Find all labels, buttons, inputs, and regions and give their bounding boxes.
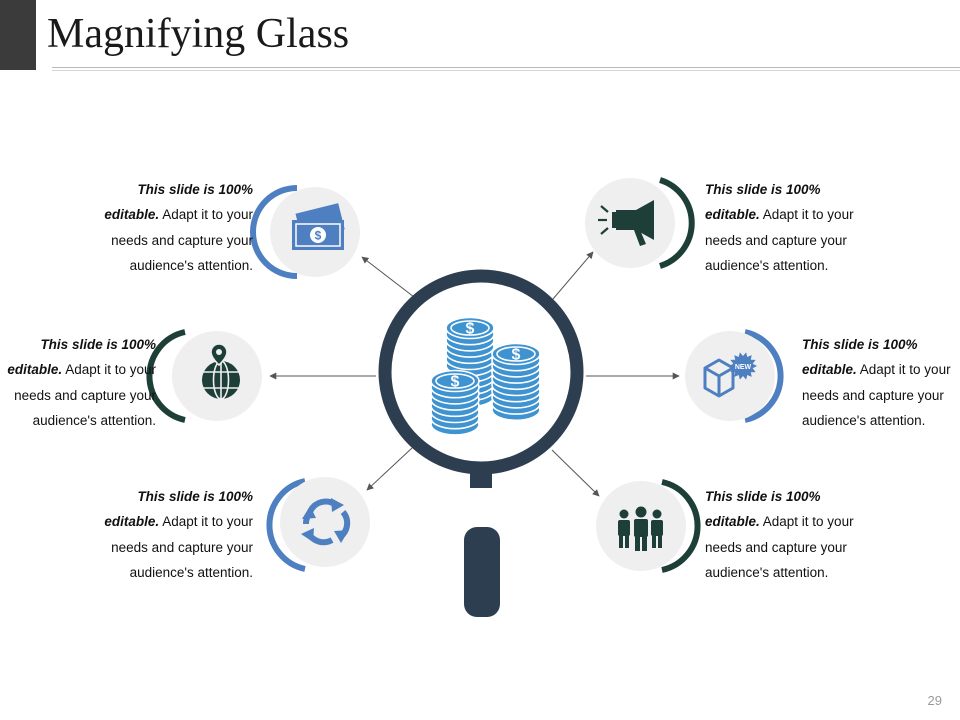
circle-top-right	[585, 177, 695, 269]
arrow-top-left	[361, 256, 415, 298]
dollar-sign-icon: $	[466, 321, 475, 338]
money-bill-icon: $	[292, 203, 345, 250]
text-block-top-left: This slide is 100% editable. Adapt it to…	[104, 182, 253, 273]
page-title: Magnifying Glass	[47, 11, 350, 57]
connector-arrows	[269, 251, 680, 497]
title-divider	[52, 67, 960, 68]
refresh-arrows-icon	[301, 498, 351, 546]
arrow-bot-right	[551, 449, 600, 497]
svg-text:NEW: NEW	[735, 364, 752, 371]
team-people-icon	[618, 506, 663, 551]
coin-rim	[450, 320, 490, 336]
coin-stacks-icon: $ $ $	[430, 316, 541, 436]
arrow-top-right	[552, 251, 594, 300]
text-block-bot-right: This slide is 100% editable. Adapt it to…	[705, 489, 854, 580]
page-number: 29	[927, 693, 942, 708]
circle-bot-left	[266, 477, 370, 572]
dollar-sign-icon: $	[451, 374, 460, 391]
circle-mid-right: NEW	[685, 329, 784, 423]
circle-bot-right	[596, 479, 701, 573]
title-accent-bar	[0, 0, 36, 70]
text-block-mid-right: This slide is 100% editable. Adapt it to…	[802, 337, 951, 428]
dollar-sign-icon: $	[512, 347, 521, 364]
text-block-mid-left: This slide is 100% editable. Adapt it to…	[7, 337, 156, 428]
globe-location-icon	[202, 343, 240, 400]
coin-rim	[496, 346, 536, 362]
circle-top-left: $	[250, 185, 360, 279]
text-block-top-right: This slide is 100% editable. Adapt it to…	[705, 182, 854, 273]
circle-mid-left	[146, 329, 262, 423]
title-divider-secondary	[52, 70, 960, 71]
new-box-icon: NEW	[703, 352, 757, 398]
text-block-bot-left: This slide is 100% editable. Adapt it to…	[104, 489, 253, 580]
megaphone-icon	[598, 200, 654, 246]
new-starburst-badge	[729, 352, 757, 380]
svg-text:$: $	[315, 229, 322, 243]
coin-rim	[435, 373, 475, 389]
arrow-bot-left	[366, 447, 413, 491]
